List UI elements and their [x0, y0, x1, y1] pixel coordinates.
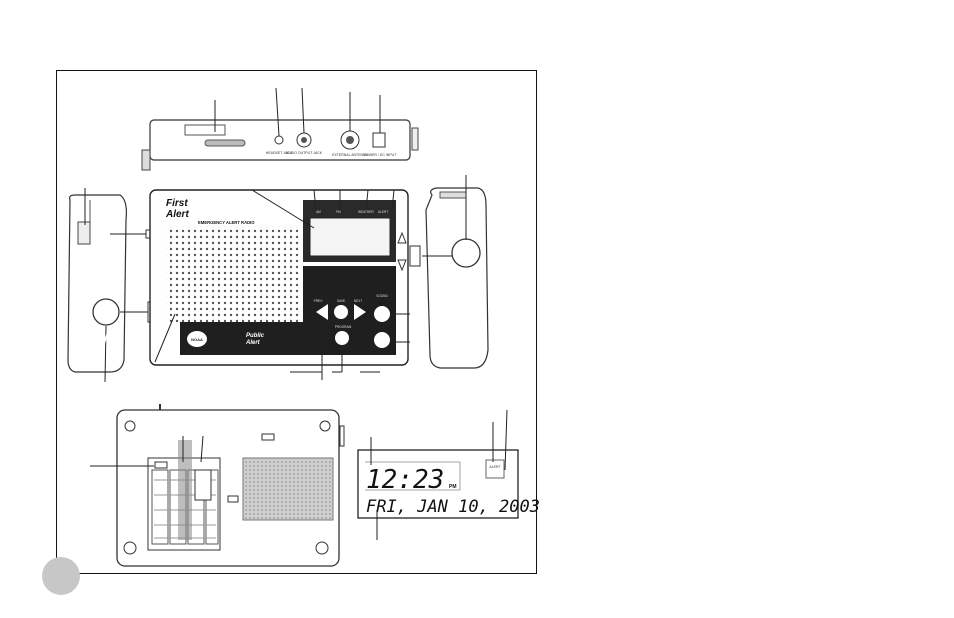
dc-input-icon	[372, 132, 386, 148]
brand-line-1: First	[166, 198, 188, 209]
figure-frame	[56, 70, 537, 574]
tuning-knob-icon	[92, 298, 120, 326]
lcd-detail: 12:23 PM ALERT FRI, JAN 10, 2003	[357, 409, 540, 540]
program-button[interactable]	[335, 331, 349, 345]
set-button[interactable]	[374, 306, 390, 322]
noaa-logo	[187, 331, 207, 347]
prev-label: PREV	[314, 299, 324, 303]
lcd-time: 12:23	[366, 465, 444, 495]
lcd-date: FRI, JAN 10, 2003	[366, 497, 540, 517]
public-alert-logo: Public Alert	[102, 332, 265, 346]
speaker-grille	[166, 226, 300, 322]
lcd-alert-text: ALERT	[489, 465, 501, 469]
front-lcd-screen	[309, 217, 391, 257]
model-label: EMERGENCY ALERT RADIO	[198, 220, 255, 225]
alert-icon	[485, 459, 505, 479]
back-view	[90, 404, 345, 567]
front-view: First Alert EMERGENCY ALERT RADIO AM FM …	[102, 189, 410, 380]
jack-label-antenna: EXTERNAL ANTENNA	[332, 153, 369, 157]
top-view: HEADSET JACK AUDIO OUTPUT JACK EXTERNAL …	[141, 87, 419, 171]
indicator-fm: FM	[336, 210, 341, 214]
public-alert-line-2: Alert	[245, 340, 261, 346]
indicator-alert: ALERT	[378, 210, 388, 214]
next-label: NEXT	[354, 299, 363, 303]
indicator-weather: WEATHER	[358, 210, 374, 214]
volume-knob-icon	[451, 238, 481, 268]
jack-label-headset: HEADSET JACK	[266, 151, 293, 155]
audio-jack-icon	[301, 137, 307, 143]
rear-speaker-grille	[242, 457, 334, 521]
public-alert-line-1: Public	[246, 333, 265, 339]
front-control-panel	[180, 322, 396, 355]
save-button[interactable]	[334, 305, 348, 319]
program-label: PROGRAM	[335, 325, 352, 329]
next-button[interactable]	[354, 304, 366, 320]
jack-label-audio: AUDIO OUTPUT JACK	[286, 151, 323, 155]
indicator-am: AM	[316, 210, 321, 214]
right-side-view	[397, 175, 489, 369]
set-label: SET	[379, 302, 385, 306]
antenna-jack-icon	[346, 136, 354, 144]
save-label: SAVE	[337, 299, 345, 303]
headset-jack-icon	[274, 135, 284, 145]
left-side-view	[67, 188, 163, 383]
prev-button[interactable]	[316, 304, 328, 320]
page-number-circle	[42, 557, 80, 595]
lcd-ampm: PM	[449, 484, 457, 490]
brand-line-2: Alert	[165, 209, 189, 220]
sound-label: SOUND	[376, 294, 388, 298]
on-button[interactable]	[374, 332, 390, 348]
jack-label-dc: POWER / DC INPUT	[364, 153, 398, 157]
noaa-logo-text: NOAA	[191, 337, 203, 342]
